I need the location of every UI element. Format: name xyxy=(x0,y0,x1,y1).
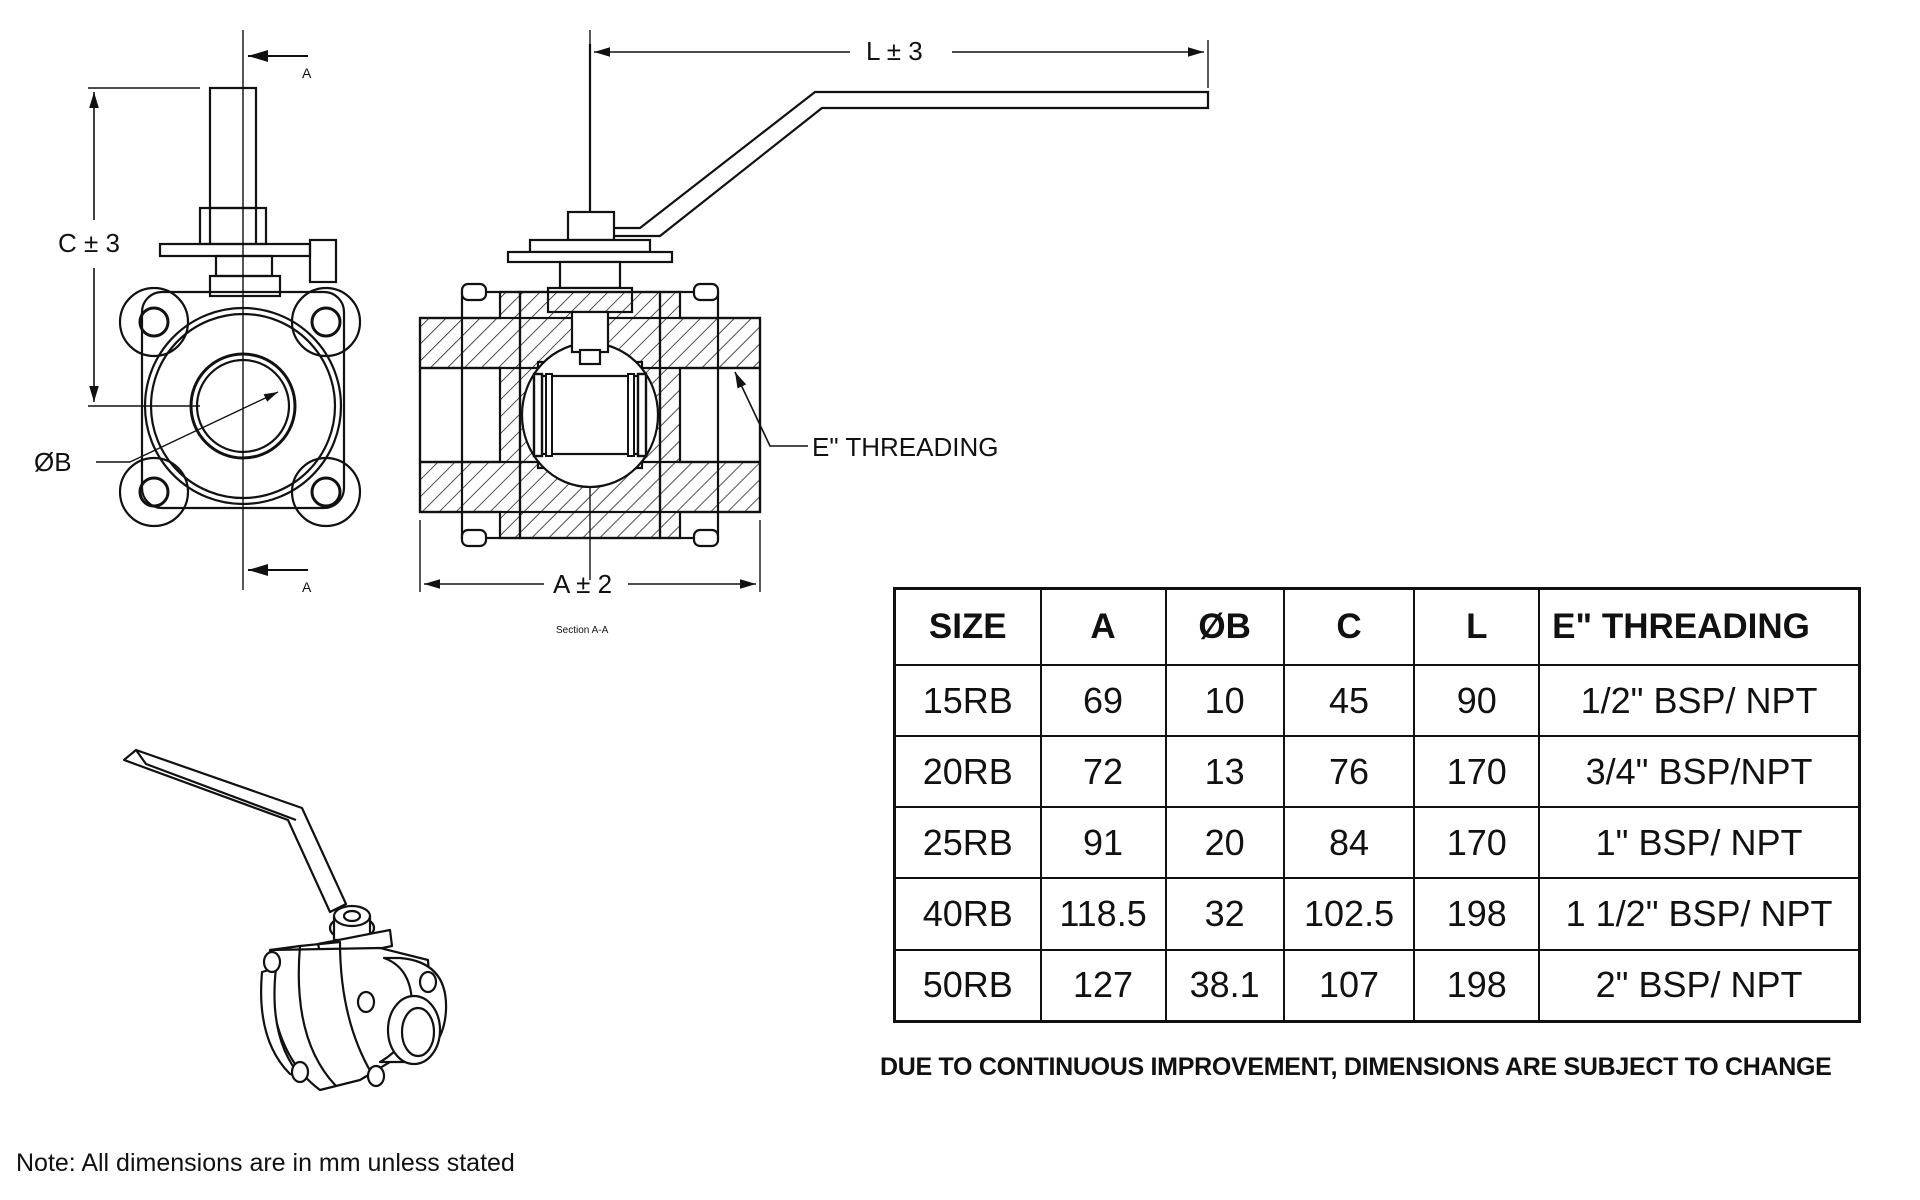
cell-b: 32 xyxy=(1164,877,1285,951)
cell-l: 90 xyxy=(1413,663,1541,738)
cell-a: 91 xyxy=(1039,806,1167,880)
section-view xyxy=(418,30,1210,592)
table-row: 40RB 118.5 32 102.5 198 1 1/2" BSP/ NPT xyxy=(893,877,1861,951)
header-threading: E" THREADING xyxy=(1538,587,1861,666)
cell-size: 50RB xyxy=(893,948,1042,1023)
cell-a: 72 xyxy=(1039,735,1167,809)
table-row: 20RB 72 13 76 170 3/4" BSP/NPT xyxy=(893,735,1861,809)
front-view xyxy=(88,30,362,590)
cell-a: 127 xyxy=(1039,948,1167,1023)
cell-b: 10 xyxy=(1164,663,1285,738)
cell-threading: 1" BSP/ NPT xyxy=(1538,806,1861,880)
header-b: ØB xyxy=(1164,587,1285,666)
cell-c: 102.5 xyxy=(1282,877,1416,951)
cell-size: 15RB xyxy=(893,663,1042,738)
cell-threading: 2" BSP/ NPT xyxy=(1538,948,1861,1023)
cell-threading: 1/2" BSP/ NPT xyxy=(1538,663,1861,738)
isometric-view xyxy=(122,748,448,1092)
disclaimer-text: DUE TO CONTINUOUS IMPROVEMENT, DIMENSION… xyxy=(880,1053,1832,1081)
table-row: 15RB 69 10 45 90 1/2" BSP/ NPT xyxy=(893,663,1861,738)
cell-b: 20 xyxy=(1164,806,1285,880)
header-size: SIZE xyxy=(893,587,1042,666)
cell-threading: 3/4" BSP/NPT xyxy=(1538,735,1861,809)
cell-l: 198 xyxy=(1413,948,1541,1023)
cell-a: 69 xyxy=(1039,663,1167,738)
dim-c-label: C ± 3 xyxy=(58,228,120,258)
cell-size: 20RB xyxy=(893,735,1042,809)
dimensions-table: SIZE A ØB C L E" THREADING 15RB 69 10 45… xyxy=(893,587,1861,1023)
units-note: Note: All dimensions are in mm unless st… xyxy=(16,1149,515,1177)
cell-l: 170 xyxy=(1413,735,1541,809)
section-mark-bottom: A xyxy=(302,579,312,595)
section-mark-top: A xyxy=(302,65,312,81)
cell-size: 40RB xyxy=(893,877,1042,951)
cell-c: 107 xyxy=(1282,948,1416,1023)
cell-c: 84 xyxy=(1282,806,1416,880)
dim-l-label: L ± 3 xyxy=(866,36,923,66)
cell-b: 13 xyxy=(1164,735,1285,809)
header-l: L xyxy=(1413,587,1541,666)
dim-a-label: A ± 2 xyxy=(553,569,612,599)
section-caption: Section A-A xyxy=(556,625,609,636)
table-row: 25RB 91 20 84 170 1" BSP/ NPT xyxy=(893,806,1861,880)
cell-threading: 1 1/2" BSP/ NPT xyxy=(1538,877,1861,951)
cell-c: 45 xyxy=(1282,663,1416,738)
cell-c: 76 xyxy=(1282,735,1416,809)
header-a: A xyxy=(1039,587,1167,666)
header-c: C xyxy=(1282,587,1416,666)
dim-b-label: ØB xyxy=(34,447,72,477)
table-row: 50RB 127 38.1 107 198 2" BSP/ NPT xyxy=(893,948,1861,1023)
cell-a: 118.5 xyxy=(1039,877,1167,951)
cell-size: 25RB xyxy=(893,806,1042,880)
cell-l: 170 xyxy=(1413,806,1541,880)
table-header-row: SIZE A ØB C L E" THREADING xyxy=(893,587,1861,666)
threading-label: E" THREADING xyxy=(812,432,998,462)
cell-l: 198 xyxy=(1413,877,1541,951)
cell-b: 38.1 xyxy=(1164,948,1285,1023)
